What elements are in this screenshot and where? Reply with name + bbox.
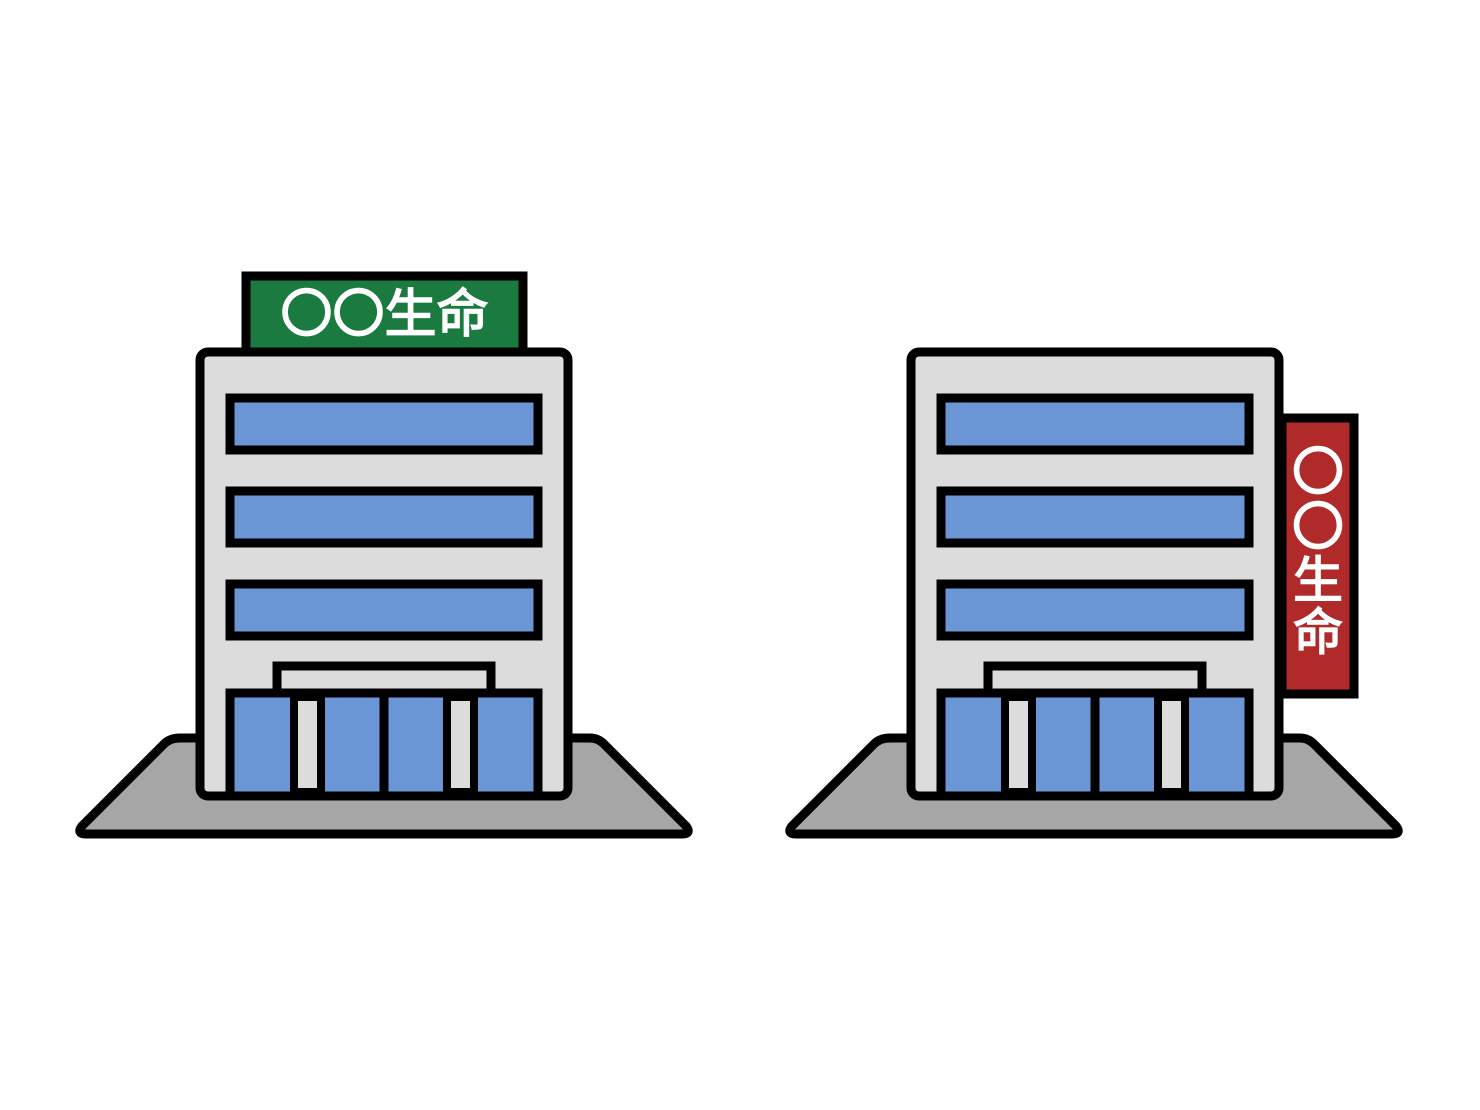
window-row-1 xyxy=(225,393,543,455)
side-sign-char: 命 xyxy=(1293,604,1343,662)
window-row-3 xyxy=(225,579,543,641)
entrance-doors xyxy=(225,688,543,801)
side-sign-char: 〇 xyxy=(1292,498,1344,558)
side-sign-text: 〇 〇 生 命 xyxy=(1292,443,1344,662)
building-right: 〇 〇 生 命 xyxy=(785,347,1403,839)
window-row-3 xyxy=(936,579,1254,641)
entrance-doors xyxy=(936,688,1254,801)
side-sign-board xyxy=(1277,413,1359,699)
door-pillar xyxy=(290,693,325,796)
window-row-2 xyxy=(936,486,1254,548)
side-sign-char: 生 xyxy=(1293,552,1343,610)
window-row-1 xyxy=(936,393,1254,455)
building-left: 〇〇生命 xyxy=(75,271,693,839)
door-pillar xyxy=(443,693,478,796)
rooftop-sign-board xyxy=(241,271,528,359)
door-pillar xyxy=(1001,693,1036,796)
rooftop-sign-text: 〇〇生命 xyxy=(280,285,488,345)
side-sign-char: 〇 xyxy=(1292,443,1344,503)
door-pillar xyxy=(1154,693,1189,796)
window-row-2 xyxy=(225,486,543,548)
